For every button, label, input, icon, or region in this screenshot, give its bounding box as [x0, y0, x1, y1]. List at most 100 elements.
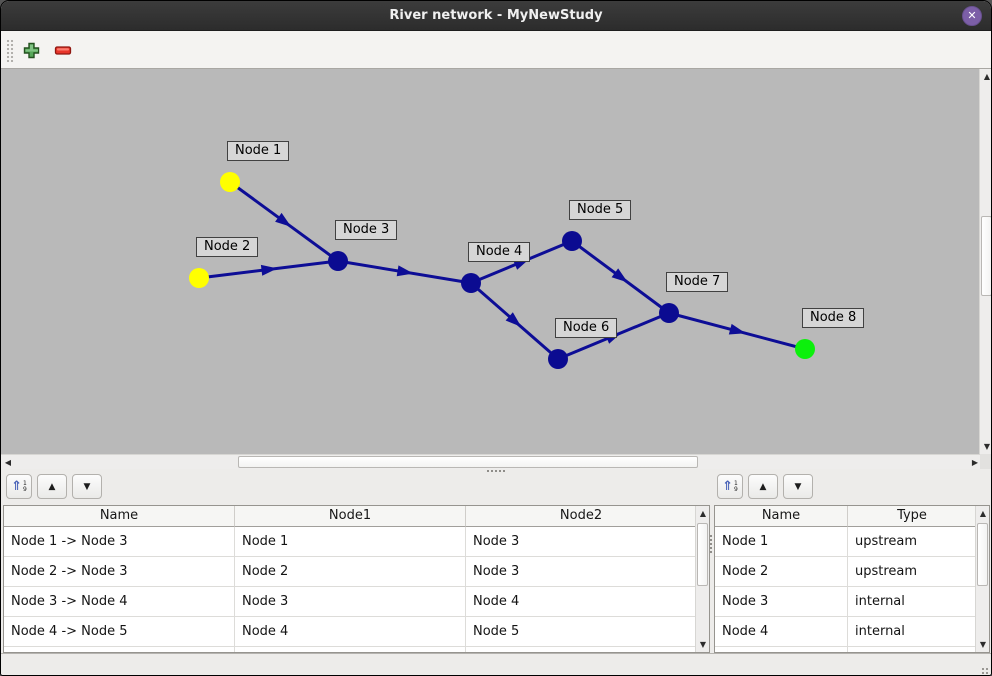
titlebar[interactable]: River network - MyNewStudy ✕	[1, 1, 991, 31]
scroll-up-icon[interactable]: ▲	[979, 509, 987, 518]
sort-icon: ⇑ 1 9	[722, 479, 738, 494]
node-label: Node 8	[802, 308, 865, 328]
table-cell[interactable]: Node 4	[235, 617, 466, 647]
table-cell[interactable]	[235, 647, 466, 652]
links-vscroll-thumb[interactable]	[697, 523, 708, 586]
table-cell[interactable]: Node 3 -> Node 4	[4, 587, 235, 617]
table-cell[interactable]: Node 4	[715, 617, 848, 647]
table-cell[interactable]: Node 2 -> Node 3	[4, 557, 235, 587]
scroll-right-icon[interactable]: ▶	[971, 458, 979, 467]
horizontal-splitter-grip[interactable]	[487, 470, 489, 472]
nodes-panel-toolbar: ⇑ 1 9 ▲ ▼	[717, 474, 813, 499]
arrow-up-icon: ▲	[48, 481, 56, 492]
network-node[interactable]	[328, 251, 348, 271]
column-header-node2[interactable]: Node2	[466, 506, 697, 527]
nodes-move-down-button[interactable]: ▼	[783, 474, 813, 499]
table-cell[interactable]: Node 3	[466, 557, 697, 587]
canvas-vscrollbar[interactable]: ▲ ▼	[979, 69, 991, 454]
minus-icon	[54, 45, 72, 55]
table-cell[interactable]: upstream	[848, 527, 977, 557]
table-cell[interactable]: Node 1 -> Node 3	[4, 527, 235, 557]
scroll-up-icon[interactable]: ▲	[699, 509, 707, 518]
table-cell[interactable]: internal	[848, 587, 977, 617]
edge-arrow-icon	[275, 212, 292, 227]
main-toolbar	[1, 31, 991, 69]
table-cell[interactable]: Node 3	[715, 587, 848, 617]
table-cell[interactable]	[715, 647, 848, 652]
arrow-down-icon: ▼	[794, 481, 802, 492]
edge-arrow-icon	[611, 268, 628, 283]
nodes-table-vscrollbar[interactable]: ▲ ▼	[975, 506, 989, 652]
links-move-up-button[interactable]: ▲	[37, 474, 67, 499]
scroll-down-icon[interactable]: ▼	[699, 640, 707, 649]
window-title: River network - MyNewStudy	[389, 8, 603, 23]
scroll-up-icon[interactable]: ▲	[983, 72, 991, 81]
links-sort-button[interactable]: ⇑ 1 9	[6, 474, 32, 499]
toolbar-grip[interactable]	[6, 39, 14, 62]
column-header-name[interactable]: Name	[4, 506, 235, 527]
panel-splitter-bar: ⇑ 1 9 ▲ ▼ ⇑ 1 9	[1, 469, 991, 505]
table-cell[interactable]: Node 4 -> Node 5	[4, 617, 235, 647]
vertical-splitter-grip[interactable]	[710, 535, 712, 537]
scroll-left-icon[interactable]: ◀	[4, 458, 12, 467]
network-svg	[189, 172, 815, 369]
nodes-table-header: Name Type	[715, 506, 977, 527]
node-label: Node 6	[555, 318, 618, 338]
table-cell[interactable]: Node 2	[715, 557, 848, 587]
canvas-vscroll-thumb[interactable]	[981, 216, 991, 296]
table-cell[interactable]: Node 3	[235, 587, 466, 617]
nodes-sort-button[interactable]: ⇑ 1 9	[717, 474, 743, 499]
table-cell[interactable]	[4, 647, 235, 652]
edge-arrow-icon	[728, 323, 746, 335]
remove-node-button[interactable]	[51, 38, 75, 62]
network-node[interactable]	[659, 303, 679, 323]
node-label: Node 4	[468, 242, 531, 262]
edge-arrow-icon	[396, 265, 414, 277]
network-node[interactable]	[548, 349, 568, 369]
network-node[interactable]	[220, 172, 240, 192]
canvas-hscroll-thumb[interactable]	[238, 456, 698, 468]
nodes-vscroll-thumb[interactable]	[977, 523, 988, 586]
table-cell[interactable]: Node 2	[235, 557, 466, 587]
network-node[interactable]	[562, 231, 582, 251]
table-cell[interactable]: upstream	[848, 557, 977, 587]
network-node[interactable]	[795, 339, 815, 359]
links-panel-toolbar: ⇑ 1 9 ▲ ▼	[6, 474, 102, 499]
table-cell[interactable]: Node 1	[235, 527, 466, 557]
table-cell[interactable]: Node 4	[466, 587, 697, 617]
table-cell[interactable]: Node 3	[466, 527, 697, 557]
window-resize-grip[interactable]	[982, 668, 984, 670]
column-header-node1[interactable]: Node1	[235, 506, 466, 527]
close-button[interactable]: ✕	[962, 6, 982, 26]
links-table-header: Name Node1 Node2	[4, 506, 697, 527]
scroll-down-icon[interactable]: ▼	[983, 442, 991, 451]
network-node[interactable]	[461, 273, 481, 293]
table-cell[interactable]: Node 5	[466, 617, 697, 647]
column-header-name[interactable]: Name	[715, 506, 848, 527]
links-table-vscrollbar[interactable]: ▲ ▼	[695, 506, 709, 652]
table-cell[interactable]: internal	[848, 617, 977, 647]
arrow-up-icon: ▲	[759, 481, 767, 492]
scroll-down-icon[interactable]: ▼	[979, 640, 987, 649]
links-move-down-button[interactable]: ▼	[72, 474, 102, 499]
add-node-button[interactable]	[19, 38, 43, 62]
canvas-hscrollbar[interactable]: ◀ ▶	[1, 454, 982, 469]
table-cell[interactable]: Node 1	[715, 527, 848, 557]
network-node[interactable]	[189, 268, 209, 288]
column-header-type[interactable]: Type	[848, 506, 977, 527]
nodes-move-up-button[interactable]: ▲	[748, 474, 778, 499]
